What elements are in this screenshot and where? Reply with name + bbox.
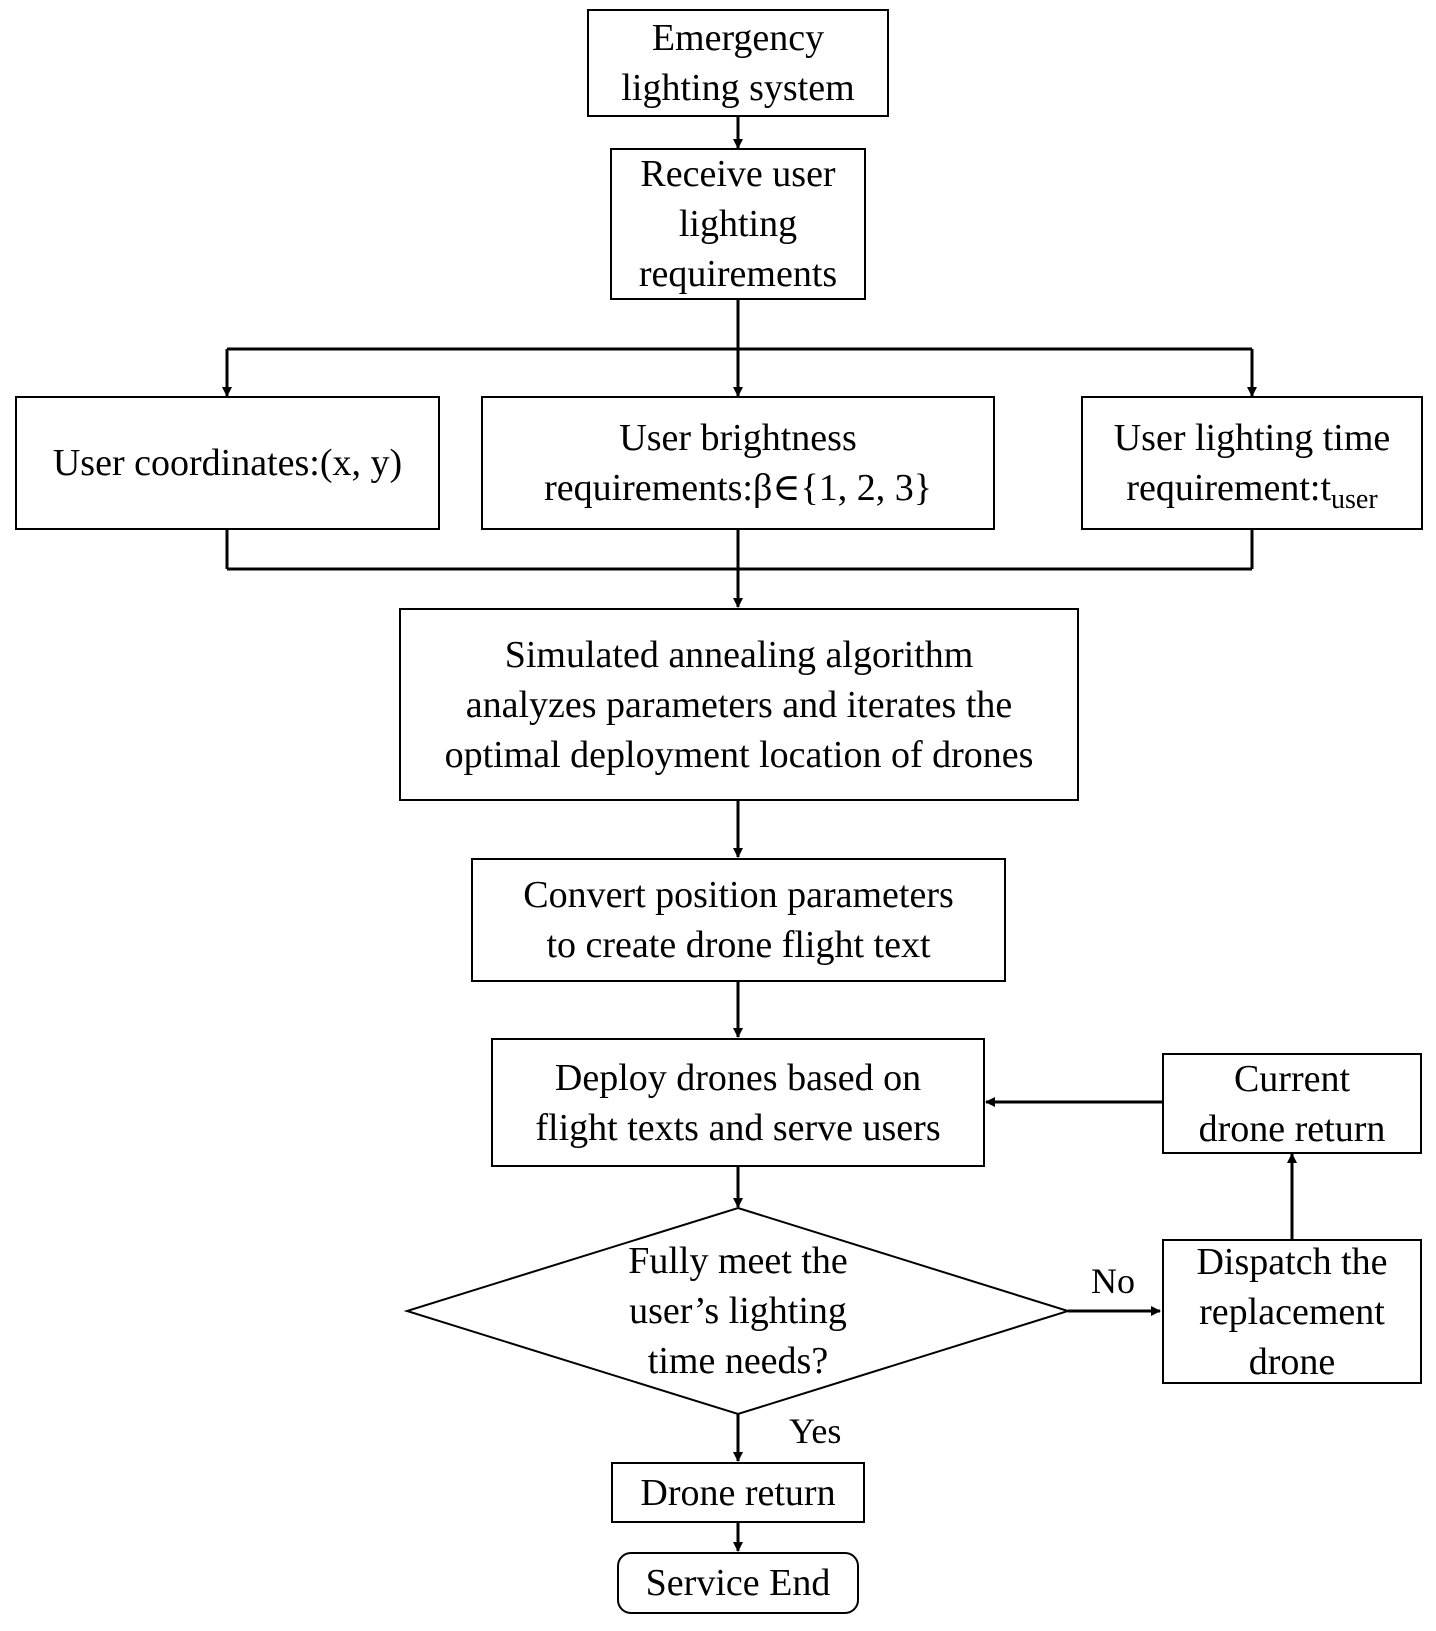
current-drone-return-box: Current drone return xyxy=(1162,1053,1422,1154)
convert-position-box: Convert position parameters to create dr… xyxy=(471,858,1006,982)
dispatch-replacement-box: Dispatch the replacement drone xyxy=(1162,1239,1422,1384)
yes-label: Yes xyxy=(789,1411,842,1451)
emergency-lighting-system-box: Emergency lighting system xyxy=(587,9,889,117)
service-end-box: Service End xyxy=(617,1552,859,1614)
receive-requirements-box: Receive user lighting requirements xyxy=(610,148,866,300)
user-lighting-time-box: User lighting time requirement:tuser xyxy=(1081,396,1423,530)
deploy-drones-box: Deploy drones based on flight texts and … xyxy=(491,1038,985,1167)
user-coordinates-box: User coordinates:(x, y) xyxy=(15,396,440,530)
decision-diamond xyxy=(403,1206,1072,1416)
time-subscript: user xyxy=(1331,484,1378,515)
no-label: No xyxy=(1091,1261,1135,1301)
decision-text: Fully meet the user’s lighting time need… xyxy=(628,1240,848,1382)
user-lighting-time-text: User lighting time requirement:tuser xyxy=(1113,417,1391,515)
drone-return-box: Drone return xyxy=(611,1462,865,1523)
user-brightness-box: User brightness requirements:β∈{1, 2, 3} xyxy=(481,396,995,530)
simulated-annealing-box: Simulated annealing algorithm analyzes p… xyxy=(399,608,1079,801)
